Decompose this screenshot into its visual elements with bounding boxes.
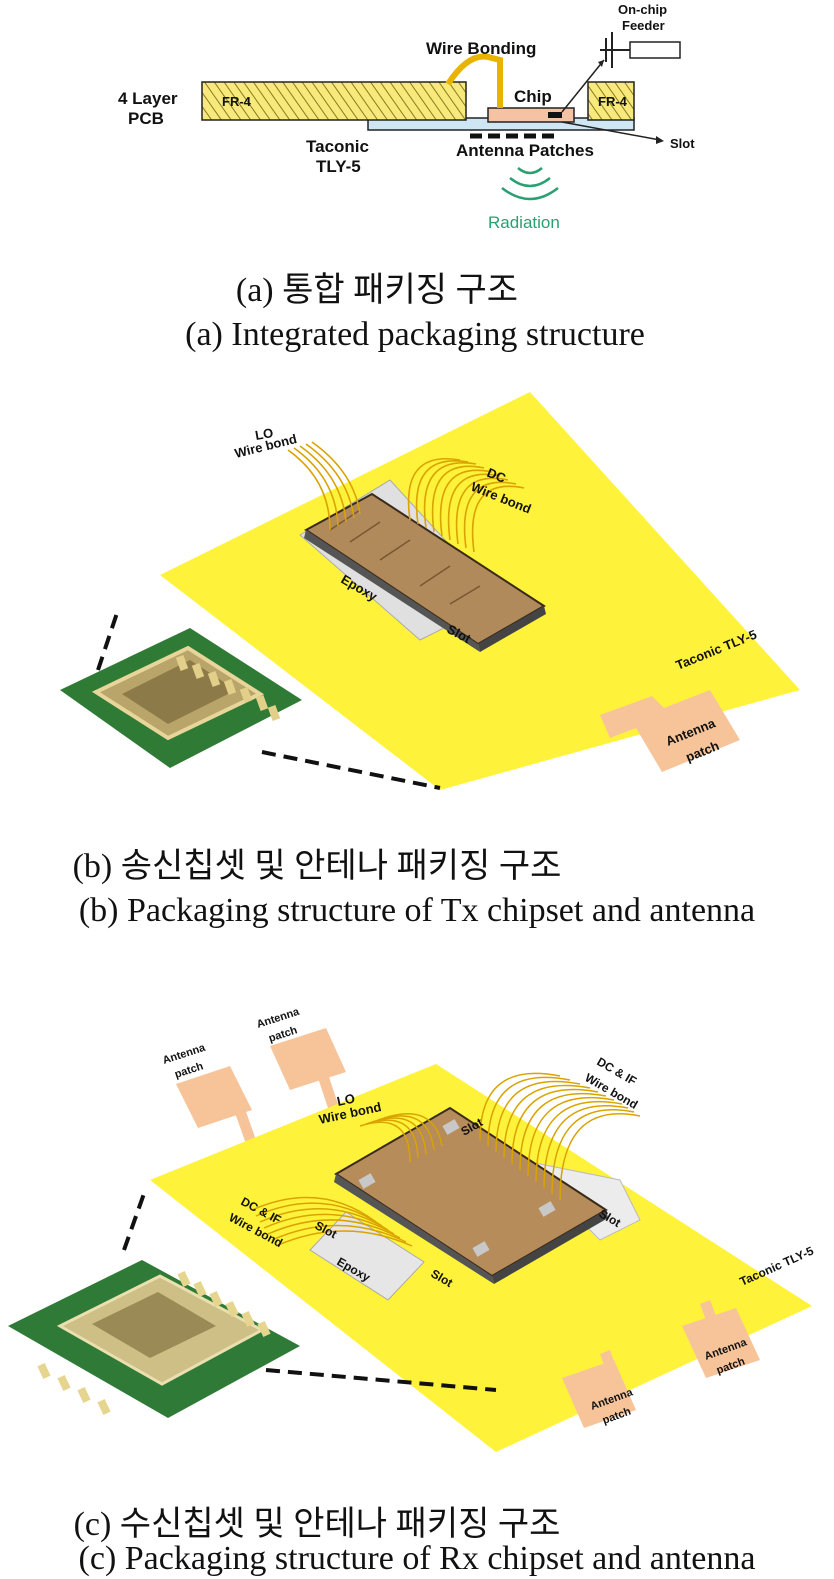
label-radiation: Radiation <box>488 213 560 232</box>
panel-b-diagram: LO Wire bond DC Wire bond Epoxy Slot Tac… <box>60 392 800 790</box>
dcif-left-wires-c <box>251 1196 413 1247</box>
label-wire-bonding: Wire Bonding <box>426 39 536 58</box>
label-taconic: Taconic <box>306 137 369 156</box>
label-on-chip: On-chip <box>618 2 667 17</box>
radiation-arc-1 <box>517 167 543 175</box>
fr4-left-label: FR-4 <box>222 94 252 109</box>
label-pcb: PCB <box>128 109 164 128</box>
label-lo-c: LO <box>336 1091 357 1109</box>
antenna-patches-lower-c <box>562 1300 760 1428</box>
on-chip-feeder <box>629 41 681 59</box>
radiation-arc-2 <box>509 177 551 188</box>
fr4-right-label: FR-4 <box>598 94 628 109</box>
fr4-left <box>201 81 467 121</box>
caption-b-en: (b) Packaging structure of Tx chipset an… <box>78 892 756 929</box>
label-antenna-patches: Antenna Patches <box>456 141 594 160</box>
label-lo-b: LO <box>254 425 274 443</box>
caption-b-ko: (b) 송신칩셋 및 안테나 패키징 구조 <box>72 848 562 885</box>
dcif-top-wires-c <box>479 1072 641 1201</box>
caption-a-en: (a) Integrated packaging structure <box>185 316 645 353</box>
chip-photo-c <box>8 1260 300 1418</box>
lo-wires-c <box>359 1113 443 1163</box>
antenna-patches-upper-c <box>176 1028 346 1144</box>
caption-c-en: (c) Packaging structure of Rx chipset an… <box>78 1540 756 1577</box>
label-slot: Slot <box>670 136 695 151</box>
fr4-right <box>587 81 635 121</box>
epoxy-c <box>309 1211 425 1301</box>
chip-photo-b <box>60 628 302 768</box>
label-dc-b: DC <box>485 465 509 486</box>
panel-c-diagram: Antenna patch Antenna patch LO Wire bond… <box>8 1006 816 1452</box>
panel-a-diagram: FR-4 FR-4 4 Layer PCB Wire Bonding Chip … <box>118 2 695 232</box>
lo-wires-b <box>287 441 361 531</box>
caption-c-ko: (c) 수신칩셋 및 안테나 패키징 구조 <box>73 1506 561 1543</box>
label-tly5: TLY-5 <box>316 157 361 176</box>
label-feeder: Feeder <box>622 18 665 33</box>
caption-a-ko: (a) 통합 패키징 구조 <box>235 272 519 309</box>
radiation-arc-3 <box>501 187 559 201</box>
dc-wires-b <box>407 458 525 553</box>
antenna-patch-b <box>600 690 740 772</box>
label-4-layer: 4 Layer <box>118 89 178 108</box>
label-chip: Chip <box>514 87 552 106</box>
wire-bond-a <box>445 53 503 108</box>
chip-block <box>487 107 575 123</box>
